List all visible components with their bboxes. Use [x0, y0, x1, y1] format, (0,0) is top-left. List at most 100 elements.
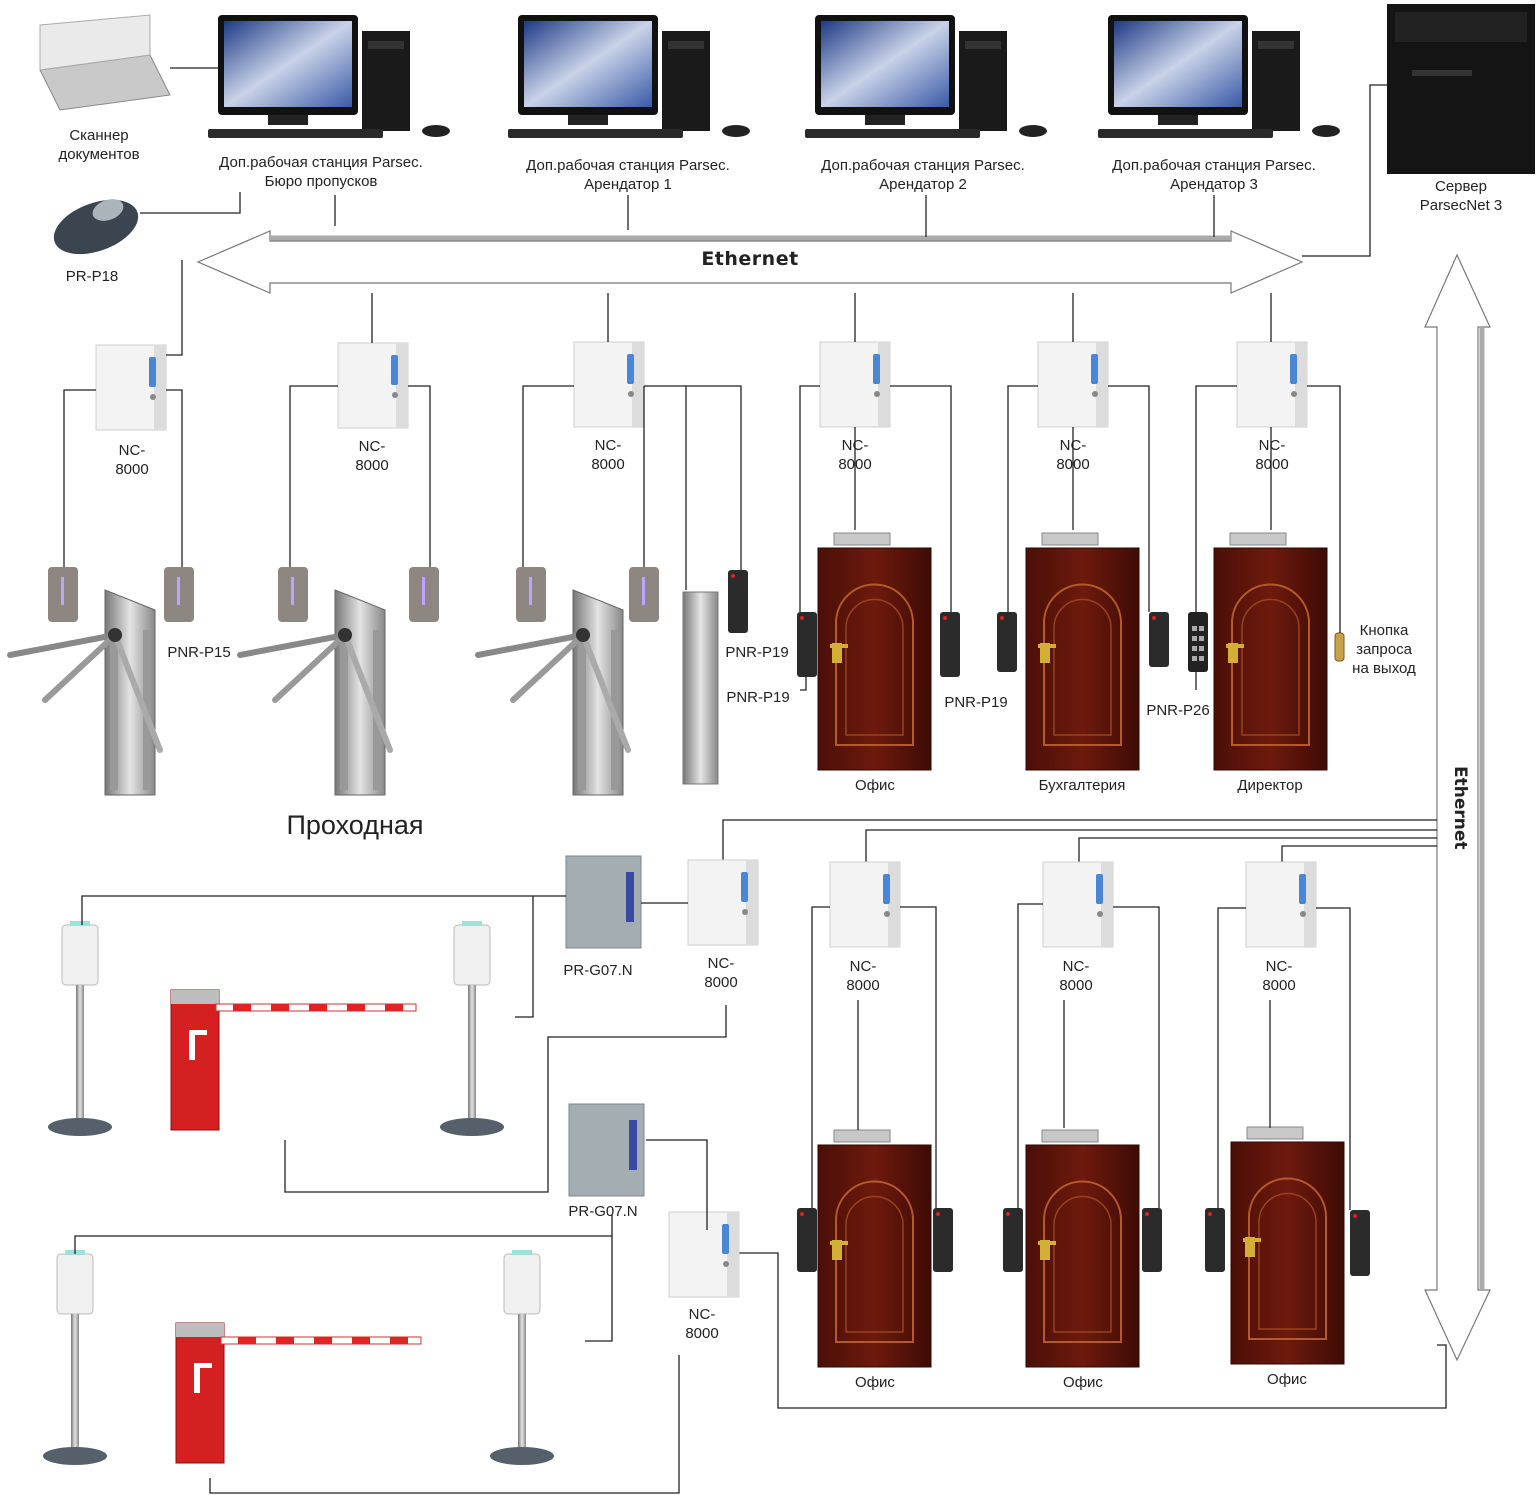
long-range-antenna-3: [43, 1250, 107, 1465]
long-range-antenna-1: [48, 921, 112, 1136]
workstation-tenant3-icon: [1098, 15, 1340, 138]
door-label-office-3: Офис: [1063, 1374, 1103, 1391]
reader-label-p19-a: PNR-P19: [725, 644, 789, 661]
gate-reader-pr-g07-2: [568, 1103, 645, 1197]
workstation-tenant1-icon: [508, 15, 750, 138]
reader-office4-right: [1350, 1210, 1370, 1276]
controller-8: [829, 861, 901, 948]
gate-reader-label-1: PR-G07.N: [563, 962, 633, 979]
reader-pnr-p19-post: [728, 570, 748, 633]
wire-c2-r2b: [408, 385, 431, 567]
controller-3: [573, 341, 645, 428]
wire-c3-post: [644, 385, 687, 590]
wire-riser-c8: [865, 829, 1437, 862]
workstation-tenant2-icon: [805, 15, 1047, 138]
controller-1: [95, 344, 167, 431]
keypad-pnr-p26: [1188, 612, 1208, 672]
door-label-office-4: Офис: [1267, 1371, 1307, 1388]
wire-c6-keypad: [1195, 385, 1237, 612]
reader-label-p26: PNR-P26: [1146, 702, 1210, 719]
wire-g2-ant3: [74, 1215, 613, 1254]
wire-c9-r: [1113, 906, 1160, 1208]
wire-c7-loop: [284, 1005, 727, 1193]
ws-tenant3-label: Доп.рабочая станция Parsec.Арендатор 3: [1112, 157, 1316, 193]
controller-label-10: NC-8000: [1262, 958, 1296, 994]
turnstile-reader-2b: [409, 567, 439, 622]
reader-office2-left: [797, 1208, 817, 1272]
door-office: [817, 532, 932, 771]
turnstile-reader-3b: [629, 567, 659, 622]
reader-post-icon: [682, 591, 719, 785]
controller-2: [337, 342, 409, 429]
reader-office-right: [940, 612, 960, 677]
wire-riser-c10: [1281, 845, 1437, 862]
wire-c8-r: [900, 906, 937, 1208]
wire-c9-l: [1017, 903, 1043, 1208]
wire-c10-l: [1217, 907, 1246, 1208]
wire-g2-c11: [646, 1139, 708, 1230]
controller-label-2: NC-8000: [355, 438, 389, 474]
wire-c11-loop: [209, 1355, 680, 1494]
door-label-office-2: Офис: [855, 1374, 895, 1391]
long-range-antenna-2: [440, 921, 504, 1136]
ws-tenant1-label: Доп.рабочая станция Parsec.Арендатор 1: [526, 157, 730, 193]
server-tower-icon: [1387, 4, 1535, 174]
desk-reader-label: PR-P18: [65, 268, 119, 285]
reader-label-p19-b: PNR-P19: [726, 689, 790, 706]
ws-tenant2-label: Доп.рабочая станция Parsec.Арендатор 2: [821, 157, 1025, 193]
turnstile-reader-1b: [164, 567, 194, 622]
turnstile-reader-1a: [48, 567, 78, 622]
ws-bureau-label: Доп.рабочая станция Parsec.Бюро пропуско…: [219, 154, 423, 190]
controller-9: [1042, 861, 1114, 948]
wire-g1-ant2: [515, 896, 534, 1018]
door-accounting: [1025, 532, 1140, 771]
desk-reader-icon: [53, 199, 139, 255]
wire-riser-c7: [722, 819, 1437, 860]
wire-g2-ant4: [585, 1236, 613, 1342]
wire-c1-r1a: [63, 389, 96, 567]
wire-c5-reader-l: [1007, 385, 1038, 612]
controller-label-1: NC-8000: [115, 442, 149, 478]
scanner-icon: [39, 14, 171, 111]
checkpoint-title: Проходная: [286, 810, 424, 840]
wire-c2-r2a: [289, 385, 338, 567]
door-label-accounting: Бухгалтерия: [1038, 777, 1126, 794]
turnstile-2: [237, 589, 393, 796]
controller-label-4: NC-8000: [838, 437, 872, 473]
barrier-gate-2: [175, 1322, 422, 1464]
controller-6: [1236, 341, 1308, 428]
reader-office3-right: [1142, 1208, 1162, 1272]
turnstile-3: [475, 589, 631, 796]
door-office-3: [1025, 1129, 1140, 1368]
wire-c5-reader-r: [1108, 385, 1150, 612]
reader-accounting-left: [997, 612, 1017, 672]
door-director: [1213, 532, 1328, 771]
controller-11: [668, 1211, 740, 1298]
reader-office4-left: [1205, 1208, 1225, 1272]
turnstile-reader-2a: [278, 567, 308, 622]
door-office-4: [1230, 1126, 1345, 1365]
controller-4: [819, 341, 891, 428]
reader-label-p15: PNR-P15: [167, 644, 231, 661]
wire-p19-tick: [800, 677, 807, 691]
controller-label-7: NC-8000: [704, 955, 738, 991]
reader-label-p19-c: PNR-P19: [944, 694, 1008, 711]
controller-5: [1037, 341, 1109, 428]
wire-server: [1302, 84, 1387, 257]
controller-label-6: NC-8000: [1255, 437, 1289, 473]
reader-office3-left: [1003, 1208, 1023, 1272]
exit-button-icon: [1334, 632, 1345, 662]
wire-riser-c11: [738, 1252, 1447, 1409]
wire-c6-exit: [1307, 385, 1341, 633]
wire-desk-reader: [140, 192, 241, 214]
reader-office-left: [797, 612, 817, 677]
wire-c4-reader-l: [799, 385, 820, 612]
ethernet-bus-label: Ethernet: [701, 248, 799, 270]
barrier-gate-1: [170, 989, 417, 1131]
controller-label-11: NC-8000: [685, 1306, 719, 1342]
controller-label-3: NC-8000: [591, 437, 625, 473]
wire-c10-r: [1316, 907, 1351, 1210]
wire-bus-c1: [166, 260, 183, 356]
